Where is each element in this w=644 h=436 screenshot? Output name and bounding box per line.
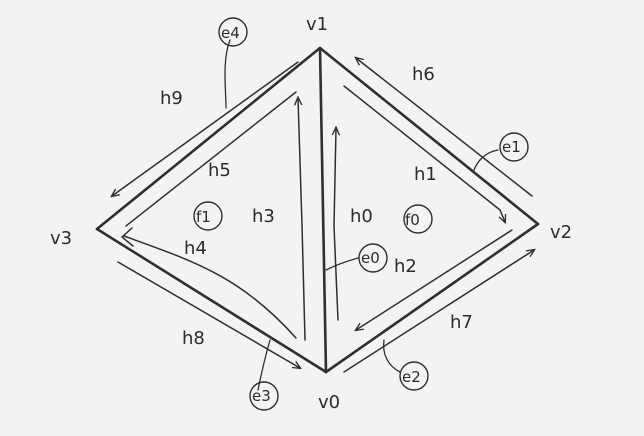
label-circles	[193, 17, 529, 411]
halfedge-label-h3: h3	[252, 206, 275, 227]
halfedge-h7-arrow	[343, 250, 534, 373]
circle-e1	[499, 132, 529, 162]
edge-v0-v3	[95, 227, 328, 374]
halfedge-label-h9: h9	[160, 88, 183, 109]
circle-e4	[218, 17, 248, 47]
halfedge-labels: h0 h1 h2 h3 h4 h5 h6 h7 h8 h9	[160, 64, 473, 349]
halfedge-h4-arrow	[123, 235, 297, 339]
face-label-f1: f1	[196, 208, 211, 226]
circle-f0	[403, 204, 433, 234]
edge-v3-v1	[95, 46, 322, 231]
halfedge-label-h4: h4	[184, 238, 207, 259]
halfedge-h9-arrow	[112, 61, 299, 196]
edge-label-e0: e0	[361, 249, 380, 267]
face-labels: f0 f1	[196, 208, 420, 229]
edge-v2-v0	[324, 222, 540, 374]
halfedge-label-h7: h7	[450, 312, 473, 333]
edge-labels: e4 e1 e0 e2 e3	[221, 24, 521, 405]
halfedge-label-h6: h6	[412, 64, 435, 85]
edge-label-e2: e2	[402, 368, 421, 386]
edge-v1-v0	[318, 46, 328, 374]
halfedge-h3-arrow	[298, 98, 306, 341]
vertex-label-v1: v1	[306, 14, 328, 35]
circle-e0	[358, 243, 388, 273]
edge-label-e3: e3	[252, 387, 271, 405]
vertex-labels: v1 v2 v3 v0	[50, 14, 572, 413]
callout-e3	[257, 339, 271, 391]
callout-e1	[473, 149, 499, 171]
halfedge-h0-arrow	[334, 128, 338, 321]
halfedge-h2-arrow	[356, 229, 513, 330]
halfedge-label-h5: h5	[208, 160, 231, 181]
vertex-label-v3: v3	[50, 228, 72, 249]
halfedge-h8-arrow	[117, 261, 300, 368]
callout-e0	[325, 257, 359, 271]
edge-label-e4: e4	[221, 24, 240, 42]
halfedge-label-h1: h1	[414, 164, 437, 185]
edge-v1-v2	[318, 46, 540, 226]
vertex-label-v0: v0	[318, 392, 340, 413]
circle-e3	[249, 381, 279, 411]
callout-e2	[382, 339, 401, 373]
circle-f1	[193, 201, 223, 231]
halfedge-label-h8: h8	[182, 328, 205, 349]
halfedge-h1-arrow	[343, 85, 505, 222]
vertex-label-v2: v2	[550, 222, 572, 243]
edge-label-e1: e1	[502, 138, 521, 156]
mesh-edges	[95, 46, 540, 374]
halfedge-label-h0: h0	[350, 206, 373, 227]
callout-e4	[224, 39, 231, 109]
halfedge-h4-arrowhead	[121, 227, 134, 247]
face-label-f0: f0	[405, 211, 420, 229]
halfedge-label-h2: h2	[394, 256, 417, 277]
halfedge-arrows	[112, 58, 534, 373]
circle-e2	[399, 361, 429, 391]
halfedge-h6-arrow	[356, 58, 533, 197]
halfedge-h5-arrow	[125, 91, 297, 227]
